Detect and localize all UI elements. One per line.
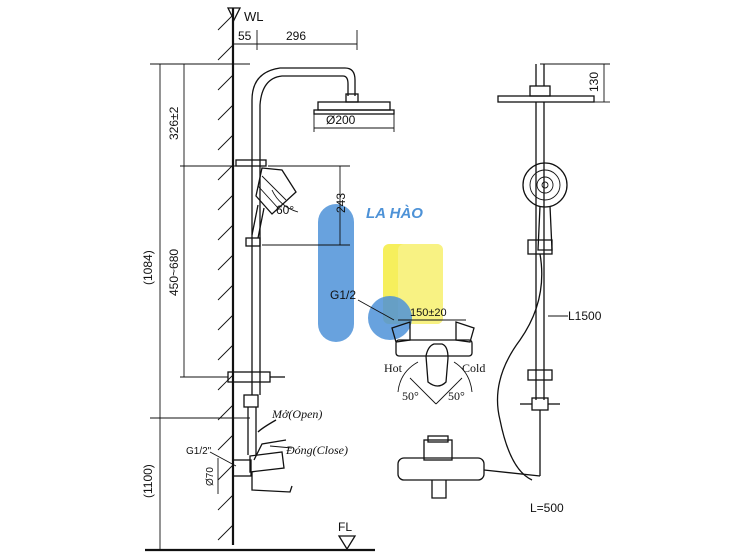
cold-label: Cold [462,361,485,375]
hand-shower-head [255,167,297,215]
logo-blue-bar [318,204,354,342]
upper-bracket [235,159,267,167]
front-diverter [531,397,549,411]
angle-50-right: 50° [448,389,465,403]
open-label: Mở(Open) [271,407,322,421]
slide-bracket [245,237,261,247]
front-hand-shower [522,162,568,251]
dim-200: Ø200 [326,113,356,127]
mixer-detail: G1/2 150±20 Hot Cold 50° 50° [330,288,485,405]
dim-1100: (1100) [141,464,155,498]
dim-55: 55 [238,29,252,43]
dim-326: 326±2 [167,106,181,140]
fl-label: FL [338,520,352,534]
dim-296: 296 [286,29,306,43]
shower-arm-outer [251,67,356,101]
close-label: Đóng(Close) [285,443,348,457]
watermark-logo: LA HÀO [318,204,443,342]
wl-label: WL [244,9,264,24]
g12-mid: G1/2 [330,288,356,302]
hand-shower-handle [251,204,259,236]
front-slide-bracket [527,239,553,255]
angle-50-left: 50° [402,389,419,403]
watermark-text: LA HÀO [366,205,423,222]
front-mixer [397,435,541,499]
dim-450-680: 450~680 [167,249,181,296]
front-lower-bracket [527,369,553,381]
mixer-side [232,439,293,493]
cold-connector [455,321,475,343]
wl-marker [226,7,242,22]
angle-arc [271,189,299,213]
dim-150: 150±20 [410,307,447,319]
l1500-label: L1500 [568,309,602,323]
side-view: FL WL 55 296 Ø200 60° [141,7,395,552]
shower-arm-inner [259,75,349,106]
dim-1084: (1084) [141,250,155,285]
hot-label: Hot [384,361,403,375]
lower-bracket [227,371,271,383]
lever-open [257,419,277,433]
spout [251,472,293,493]
angle-60: 60° [276,203,294,217]
floor-marker [337,535,357,551]
dim-130: 130 [587,72,601,92]
pipe-joint [243,394,259,408]
front-rain-head [497,95,595,103]
wall-hatching [217,14,234,541]
l500-label: L=500 [530,501,564,515]
g12-left: G1/2" [186,446,212,457]
front-view: 130 L1500 L=500 [397,63,610,515]
dim-70: Ø70 [205,467,216,486]
mixer-lever [425,343,449,387]
logo-yellow-stripe [398,244,443,324]
rain-shower-head [317,101,391,111]
dim-243: 243 [334,193,348,213]
hose-l1500 [496,253,543,481]
mixer-front [395,339,473,357]
